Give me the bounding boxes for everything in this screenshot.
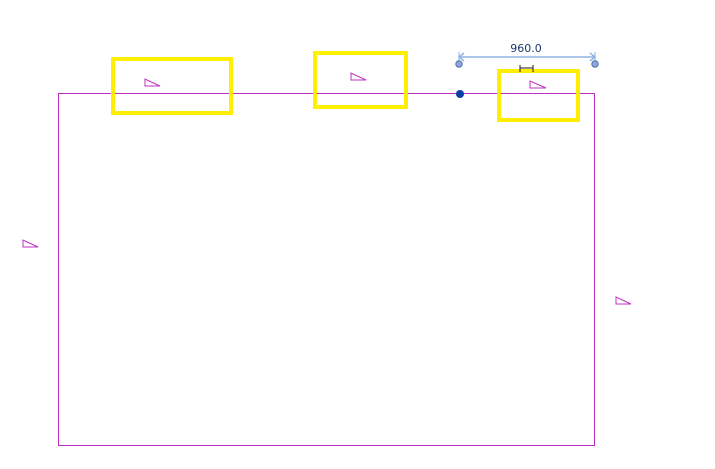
section-triangle-icon[interactable] <box>144 78 161 87</box>
highlight-box-right <box>497 69 580 122</box>
section-triangle-icon[interactable] <box>529 80 547 89</box>
selection-grip[interactable] <box>456 90 464 98</box>
section-triangle-icon[interactable] <box>22 239 39 248</box>
area-boundary[interactable] <box>58 93 595 446</box>
temporary-dimension[interactable]: 960.0 <box>455 42 599 72</box>
dimension-value[interactable]: 960.0 <box>510 42 542 55</box>
permanent-dimension-icon[interactable] <box>519 65 534 72</box>
highlight-box-left <box>111 57 233 115</box>
dimension-arrow-right <box>589 52 597 62</box>
section-triangle-icon[interactable] <box>615 296 632 305</box>
highlight-box-middle <box>313 51 408 109</box>
dimension-arrow-left <box>457 52 465 62</box>
section-triangle-icon[interactable] <box>350 72 367 81</box>
dimension-grip-left[interactable] <box>455 60 463 68</box>
dimension-grip-right[interactable] <box>591 60 599 68</box>
